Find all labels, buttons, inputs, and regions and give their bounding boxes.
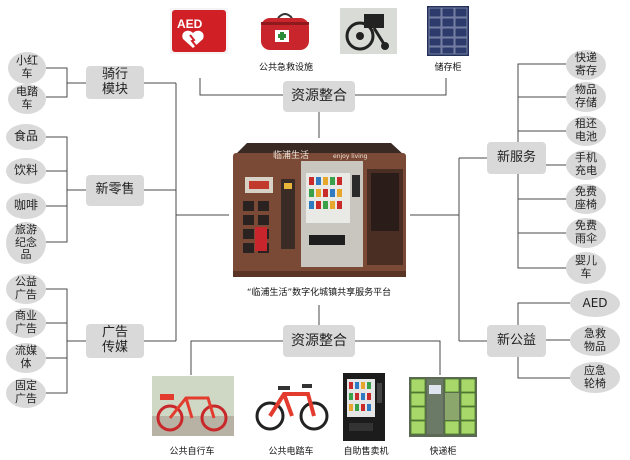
first-aid-caption: 公共急救设施 [258,63,313,73]
new-welfare-node: 新公益 [487,325,546,357]
ads-item-public: 公益 广告 [6,274,46,304]
public-ebike-image [252,378,332,434]
public-bike-image [152,376,234,436]
service-item-express-deposit: 快递 寄存 [566,50,606,80]
express-caption: 快递柜 [429,447,457,457]
welfare-item-aed: AED [570,290,620,317]
new-retail-node: 新零售 [86,175,144,206]
vending-caption: 自助售卖机 [343,447,389,457]
retail-item-drink: 饮料 [6,158,46,184]
storage-locker-image [427,6,469,56]
retail-item-souvenir: 旅游 纪念 品 [6,222,46,264]
retail-item-coffee: 咖啡 [6,193,46,219]
express-locker-image [407,375,479,440]
service-item-stroller: 婴儿 车 [566,252,606,284]
ads-item-fixed: 固定 广告 [6,378,46,408]
riding-item-red-bike: 小红 车 [8,52,46,84]
riding-item-ebike: 电踏 车 [8,84,46,114]
bike-caption: 公共自行车 [169,447,215,457]
ads-media-node: 广告 传媒 [86,324,144,358]
locker-caption: 储存柜 [434,63,462,73]
ads-item-streaming: 流媒 体 [6,343,46,373]
kiosk-sign-sub: enjoy living [333,153,368,160]
retail-item-food: 食品 [6,124,46,150]
welfare-item-wheelchair: 应急 轮椅 [570,362,620,393]
wheelchair-image [340,8,397,54]
aed-logo-text: AED [177,17,203,31]
kiosk-sign: 临浦生活 [273,149,309,161]
ads-item-commercial: 商业 广告 [6,308,46,338]
ebike-caption: 公共电踏车 [268,447,314,457]
platform-caption: “临浦生活”数字化城镇共享服务平台 [246,288,392,298]
kiosk-image: 临浦生活 enjoy living [229,139,410,280]
service-item-storage: 物品 存储 [566,82,606,112]
service-item-battery: 租还 电池 [566,116,606,146]
vending-machine-image [343,373,385,441]
first-aid-kit-image [256,8,314,54]
welfare-item-first-aid: 急救 物品 [570,325,620,356]
new-service-node: 新服务 [487,142,546,174]
bottom-resource-hub: 资源整合 [283,325,355,357]
top-resource-hub: 资源整合 [283,81,355,112]
service-item-umbrella: 免费 雨伞 [566,218,606,248]
aed-image: AED [170,8,228,54]
service-item-seat: 免费 座椅 [566,184,606,214]
service-item-phone-charge: 手机 充电 [566,150,606,180]
riding-module-node: 骑行 模块 [86,66,144,99]
